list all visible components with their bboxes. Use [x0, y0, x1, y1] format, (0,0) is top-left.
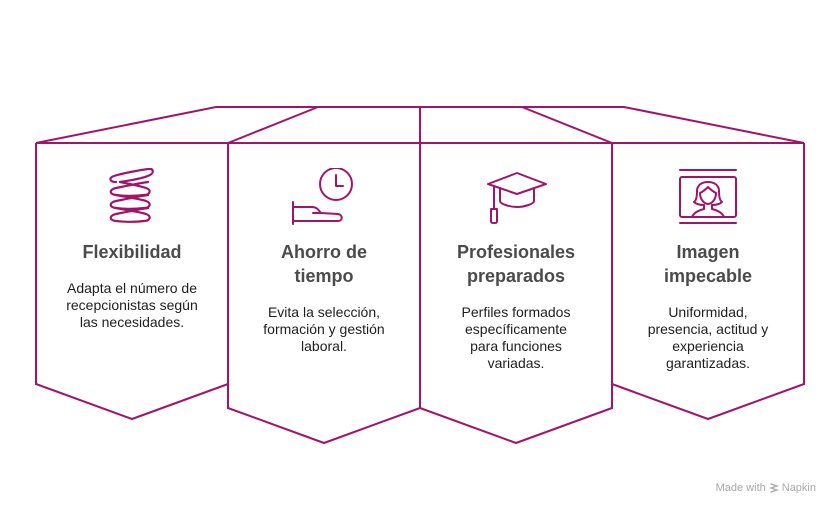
panel-description: Adapta el número de recepcionistas según…: [66, 280, 198, 330]
panel-description: Evita la selección, formación y gestión …: [263, 304, 385, 354]
graduation-cap-icon: [487, 172, 547, 224]
napkin-logo-icon: [768, 482, 779, 493]
panel-title: Imagen impecable: [663, 242, 753, 286]
panel-description: Uniformidad, presencia, actitud y experi…: [647, 304, 769, 371]
spring-icon: [109, 168, 154, 223]
napkin-brand: Napkin: [781, 482, 816, 494]
made-with-label: Made with: [715, 482, 766, 494]
hand-clock-icon: [292, 168, 353, 225]
made-with-napkin-badge[interactable]: Made with Napkin: [716, 482, 816, 494]
panel-title: Flexibilidad: [82, 242, 182, 262]
panel-description: Perfiles formados específicamente para f…: [461, 304, 571, 371]
panel-imagen-impecable: Imagen impecable Uniformidad, presencia,…: [618, 240, 798, 372]
panel-flexibilidad: Flexibilidad Adapta el número de recepci…: [42, 240, 222, 331]
panel-title: Ahorro de tiempo: [280, 242, 367, 286]
panel-title: Profesionales preparados: [456, 242, 576, 286]
panel-ahorro-de-tiempo: Ahorro de tiempo Evita la selección, for…: [234, 240, 414, 355]
person-portrait-icon: [679, 169, 737, 224]
panel-profesionales-preparados: Profesionales preparados Perfiles formad…: [426, 240, 606, 372]
